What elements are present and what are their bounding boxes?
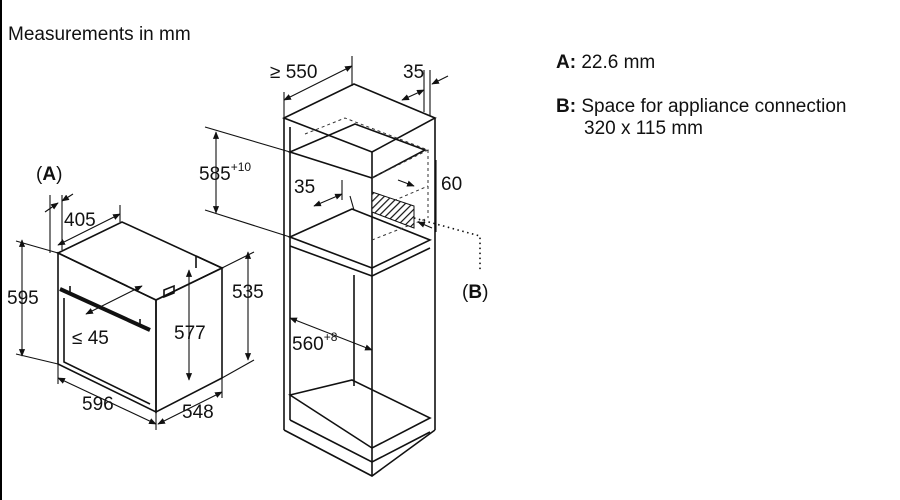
label-535: 535 <box>232 282 264 303</box>
label-60: 60 <box>441 174 462 195</box>
cabinet-top-face <box>281 83 437 153</box>
label-560: 560+8 <box>292 330 338 355</box>
legend-a-text: 22.6 mm <box>581 52 656 73</box>
legend-b-text: Space for appliance connection <box>581 96 847 117</box>
connection-leader <box>413 217 481 270</box>
label-35-mid: 35 <box>294 177 315 198</box>
label-45: ≤ 45 <box>72 328 109 349</box>
legend-a-key: A: <box>556 52 577 73</box>
legend-a: A: 22.6 mm <box>556 52 655 74</box>
label-585: 585+10 <box>199 160 251 185</box>
cabinet-shelf <box>287 208 432 269</box>
label-550: ≥ 550 <box>270 62 317 83</box>
label-595: 595 <box>7 288 39 309</box>
label-548: 548 <box>182 402 214 423</box>
label-577: 577 <box>174 323 206 344</box>
legend-b: B: Space for appliance connection 320 x … <box>556 96 846 140</box>
oven-dimensions <box>15 193 255 430</box>
label-35-top: 35 <box>403 62 424 83</box>
label-405: 405 <box>64 210 96 231</box>
label-a-marker: (A) <box>36 164 62 185</box>
left-border <box>0 0 2 500</box>
connection-space-hatch <box>371 191 415 229</box>
dimension-labels: (A) 405 595 ≤ 45 577 535 596 548 ≥ 550 3… <box>7 62 488 423</box>
cabinet-drawing <box>281 83 437 477</box>
oven-drawing <box>56 221 224 414</box>
legend-b-key: B: <box>556 96 577 117</box>
oven-top-face <box>56 221 224 301</box>
page-title: Measurements in mm <box>8 24 191 45</box>
label-b-marker: (B) <box>462 282 488 303</box>
legend-b-text2: 320 x 115 mm <box>584 118 703 139</box>
cabinet-dimensions <box>204 56 449 351</box>
label-596: 596 <box>82 394 114 415</box>
